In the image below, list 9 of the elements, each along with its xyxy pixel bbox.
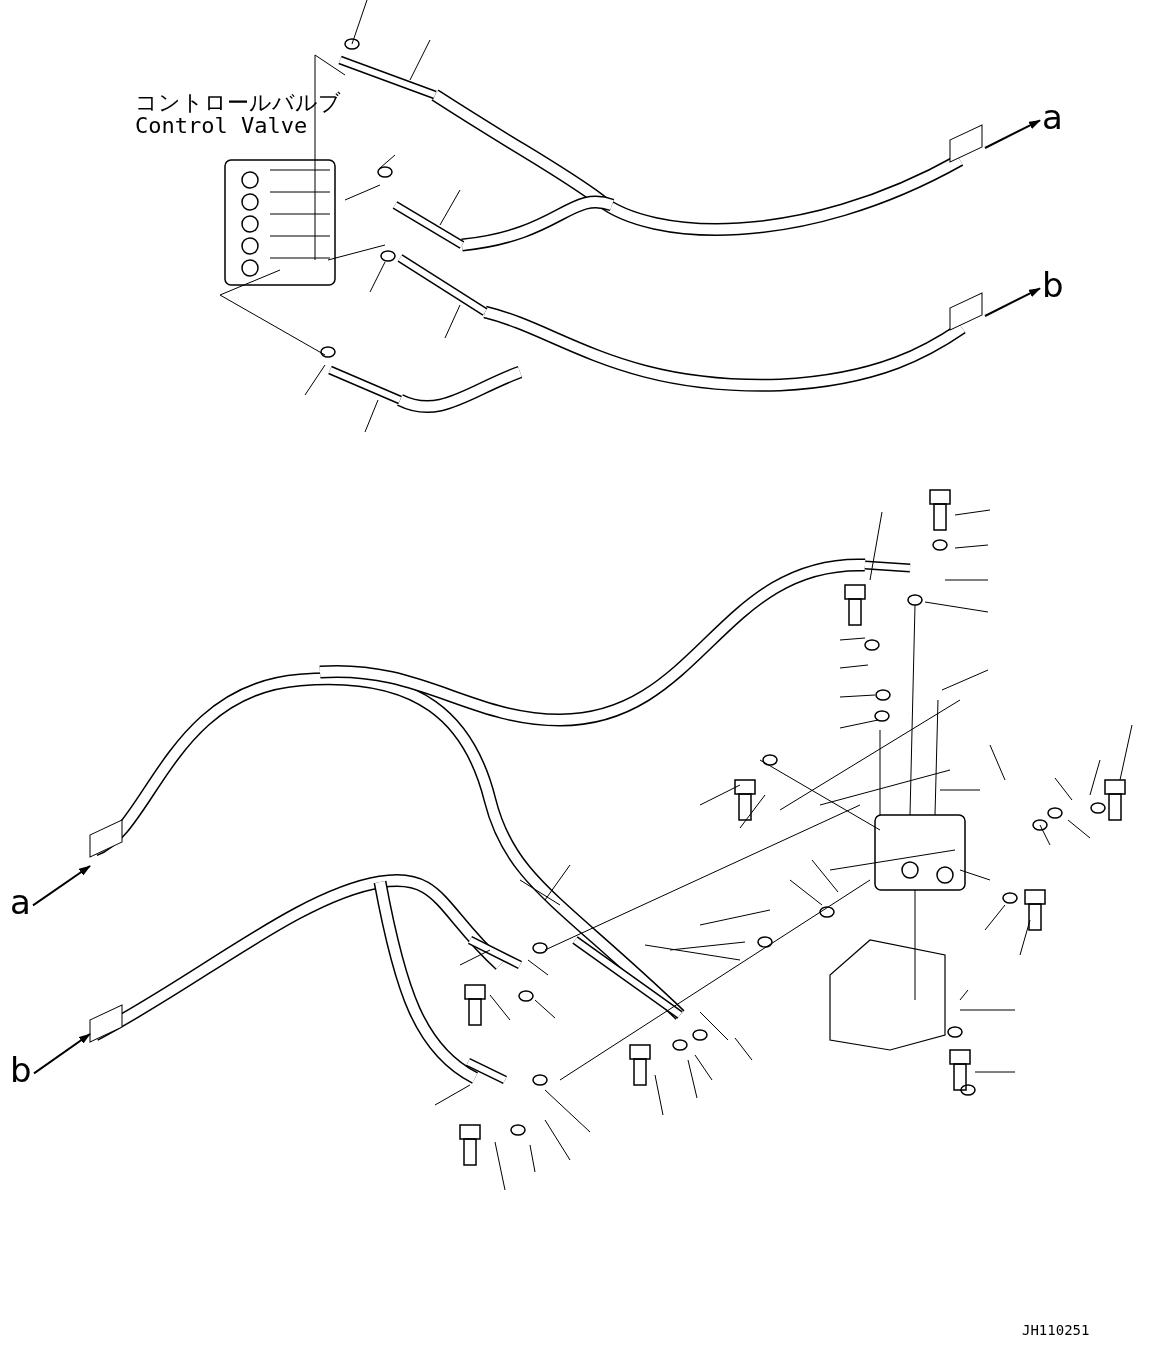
arrow xyxy=(33,1033,91,1075)
arrow xyxy=(984,119,1041,149)
drawing-number: JH110251 xyxy=(1022,1322,1090,1338)
port-letter: b xyxy=(10,1053,32,1087)
arrow xyxy=(984,287,1041,317)
arrow xyxy=(32,865,91,907)
port-letter: a xyxy=(10,885,31,919)
port-letter: b xyxy=(1042,268,1064,302)
port-letter: a xyxy=(1042,100,1063,134)
